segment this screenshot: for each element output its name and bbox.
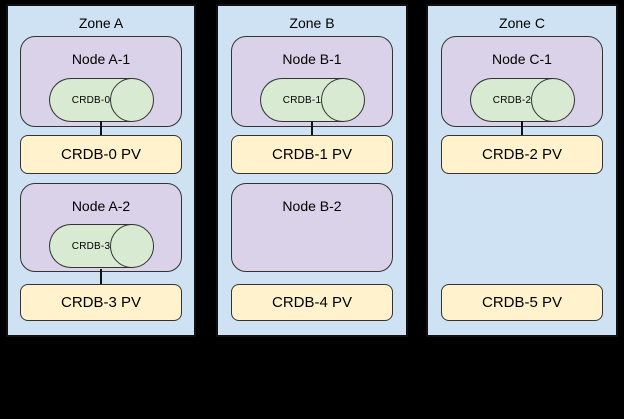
cylinder-cap (110, 78, 154, 122)
cylinder-cap (531, 78, 575, 122)
crdb-1-pv-box: CRDB-1 PV (231, 135, 393, 174)
cylinder-label: CRDB-2 (492, 94, 532, 106)
pv-connector-line (311, 121, 313, 136)
crdb-0-cylinder: CRDB-0 (49, 78, 154, 122)
node-c1-box: Node C-1 CRDB-2 (441, 36, 603, 127)
zone-title: Zone C (499, 15, 545, 31)
node-b2-box: Node B-2 (231, 183, 393, 272)
node-a2-box: Node A-2 CRDB-3 (20, 183, 182, 272)
node-label: Node A-1 (71, 51, 131, 67)
crdb-3-cylinder: CRDB-3 (49, 224, 154, 268)
crdb-2-cylinder: CRDB-2 (470, 78, 575, 122)
zone-b: Zone B Node B-1 CRDB-1 CRDB-1 PV Node B-… (216, 4, 408, 337)
crdb-0-pv-box: CRDB-0 PV (20, 135, 182, 174)
crdb-5-pv-box: CRDB-5 PV (441, 284, 603, 321)
zone-c: Zone C Node C-1 CRDB-2 CRDB-2 PV CRDB-5 … (426, 4, 618, 337)
node-label: Node B-1 (282, 51, 342, 67)
pv-connector-line (100, 121, 102, 136)
cylinder-label: CRDB-1 (282, 94, 322, 106)
cylinder-cap (110, 224, 154, 268)
cylinder-label: CRDB-0 (71, 94, 111, 106)
crdb-1-cylinder: CRDB-1 (260, 78, 365, 122)
pv-connector-line (100, 269, 102, 285)
node-b1-box: Node B-1 CRDB-1 (231, 36, 393, 127)
node-label: Node A-2 (71, 198, 131, 214)
crdb-2-pv-box: CRDB-2 PV (441, 135, 603, 174)
cylinder-cap (321, 78, 365, 122)
node-label: Node C-1 (492, 51, 552, 67)
crdb-4-pv-box: CRDB-4 PV (231, 284, 393, 321)
node-label: Node B-2 (282, 198, 342, 214)
crdb-3-pv-box: CRDB-3 PV (20, 284, 182, 321)
node-a1-box: Node A-1 CRDB-0 (20, 36, 182, 127)
pv-connector-line (521, 121, 523, 136)
zone-title: Zone B (289, 15, 335, 31)
zone-a: Zone A Node A-1 CRDB-0 CRDB-0 PV Node A-… (6, 4, 196, 337)
cylinder-label: CRDB-3 (71, 240, 111, 252)
zone-title: Zone A (78, 15, 124, 31)
